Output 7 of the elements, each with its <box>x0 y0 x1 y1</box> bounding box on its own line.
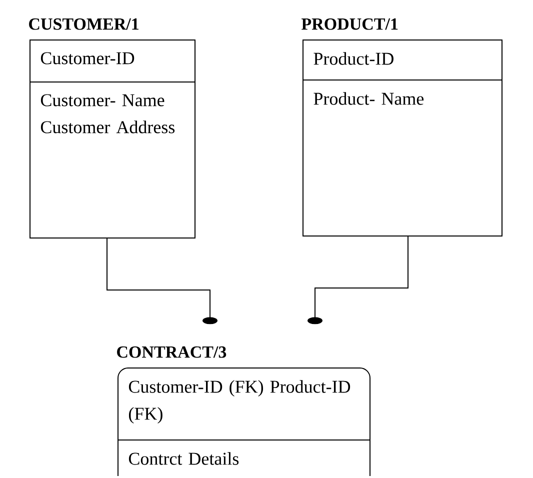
connector <box>106 238 218 324</box>
node-label: CUSTOMER/1 <box>29 18 138 30</box>
entity-box: CUSTOMER/1 Customer-ID Customer- Name Customer Address <box>29 18 196 238</box>
entity-box: PRODUCT/1 Product-ID Product- Name <box>302 18 502 236</box>
node-label: PRODUCT/1 <box>302 18 398 30</box>
entity-box: CONTRACT/3 Customer-ID (FK) Product-ID (FK) Contrct Details <box>117 346 370 476</box>
connector <box>308 236 408 324</box>
